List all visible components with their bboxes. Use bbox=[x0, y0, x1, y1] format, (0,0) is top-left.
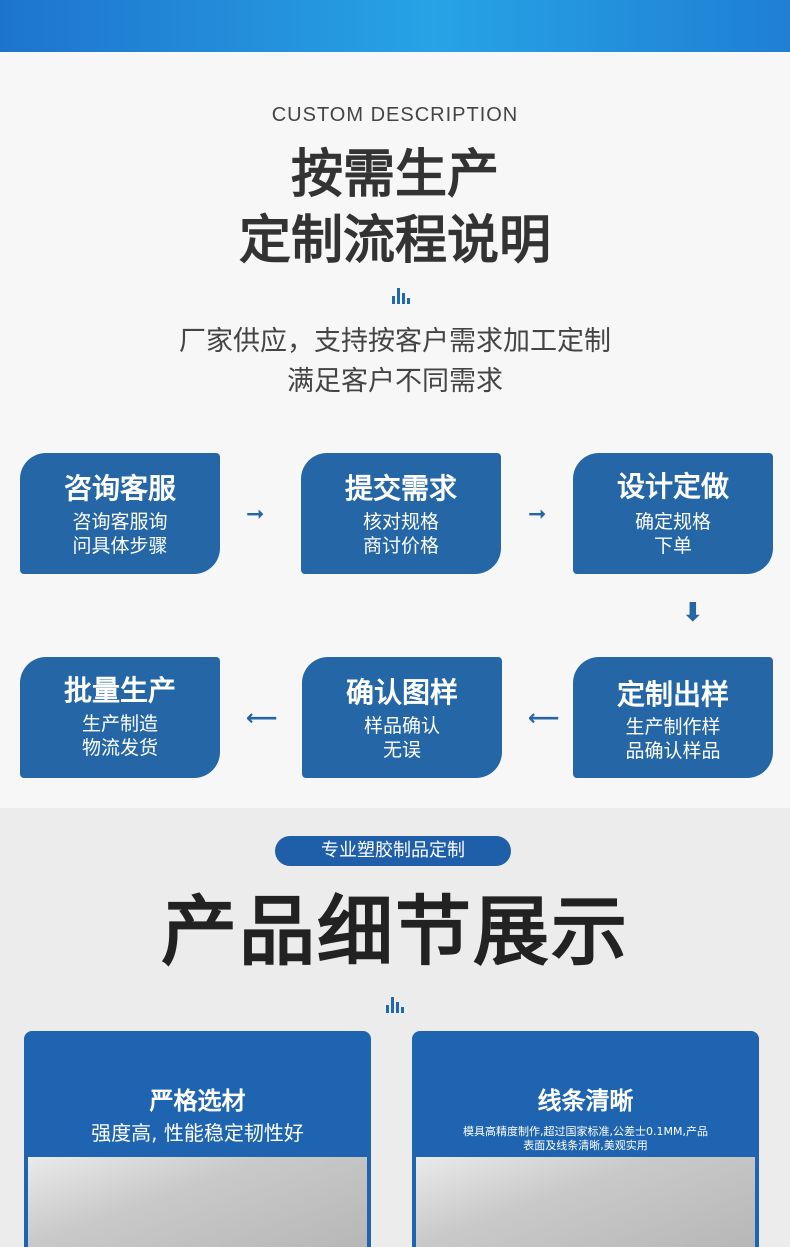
category-badge: 专业塑胶制品定制 bbox=[275, 836, 511, 866]
step-desc-line2: 问具体步骤 bbox=[72, 535, 168, 557]
page-title-line1: 按需生产 bbox=[290, 145, 499, 205]
step-title: 定制出样 bbox=[616, 678, 729, 711]
step-sample: 定制出样 生产制作样 品确认样品 bbox=[573, 657, 773, 778]
step-desc-line2: 物流发货 bbox=[81, 737, 158, 759]
step-submit-request: 提交需求 核对规格 商讨价格 bbox=[301, 453, 501, 574]
step-desc-line1: 确定规格 bbox=[634, 511, 711, 533]
top-banner bbox=[0, 0, 790, 52]
feature-card-material: 严格选材 强度高, 性能稳定韧性好 bbox=[24, 1031, 371, 1247]
feature-desc: 强度高, 性能稳定韧性好 bbox=[91, 1121, 304, 1145]
bar-chart-icon bbox=[386, 997, 404, 1013]
step-desc-line1: 样品确认 bbox=[363, 715, 440, 737]
step-title: 批量生产 bbox=[63, 674, 176, 707]
feature-title: 严格选材 bbox=[149, 1087, 246, 1115]
arrow-right-icon: ➞ bbox=[528, 502, 547, 527]
step-desc-line1: 生产制造 bbox=[81, 713, 158, 735]
intro-line1: 厂家供应，支持按客户需求加工定制 bbox=[179, 326, 611, 357]
arrow-left-icon: ⟵ bbox=[528, 706, 560, 731]
arrow-down-icon: ⬇ bbox=[682, 598, 704, 628]
product-photo bbox=[28, 1157, 367, 1247]
step-desc-line2: 商讨价格 bbox=[362, 535, 439, 557]
intro-line2: 满足客户不同需求 bbox=[287, 366, 503, 397]
arrow-right-icon: ➞ bbox=[246, 502, 265, 527]
step-desc-line1: 核对规格 bbox=[362, 511, 439, 533]
step-title: 咨询客服 bbox=[63, 472, 176, 505]
step-mass-production: 批量生产 生产制造 物流发货 bbox=[20, 657, 220, 778]
feature-card-lines: 线条清晰 模具高精度制作,超过国家标准,公差士0.1MM,产品 表面及线条清晰,… bbox=[412, 1031, 759, 1247]
page-title-line2: 定制流程说明 bbox=[238, 211, 551, 271]
step-desc-line2: 品确认样品 bbox=[625, 740, 721, 762]
step-title: 提交需求 bbox=[344, 472, 457, 505]
feature-desc-line2: 表面及线条清晰,美观实用 bbox=[523, 1139, 648, 1152]
arrow-left-icon: ⟵ bbox=[246, 706, 278, 731]
details-title: 产品细节展示 bbox=[161, 887, 629, 976]
step-desc-line2: 无误 bbox=[382, 739, 421, 761]
step-confirm: 确认图样 样品确认 无误 bbox=[302, 657, 502, 778]
step-desc-line1: 生产制作样 bbox=[625, 716, 721, 738]
step-title: 确认图样 bbox=[345, 676, 458, 709]
step-consult: 咨询客服 咨询客服询 问具体步骤 bbox=[20, 453, 220, 574]
step-desc-line2: 下单 bbox=[653, 535, 692, 557]
bar-chart-icon bbox=[392, 288, 410, 304]
step-desc-line1: 咨询客服询 bbox=[72, 511, 168, 533]
feature-desc-line1: 模具高精度制作,超过国家标准,公差士0.1MM,产品 bbox=[463, 1125, 708, 1138]
section-subtitle-en: CUSTOM DESCRIPTION bbox=[271, 104, 519, 126]
step-title: 设计定做 bbox=[616, 470, 729, 503]
feature-title: 线条清晰 bbox=[537, 1087, 634, 1115]
step-design: 设计定做 确定规格 下单 bbox=[573, 453, 773, 574]
product-photo bbox=[416, 1157, 755, 1247]
